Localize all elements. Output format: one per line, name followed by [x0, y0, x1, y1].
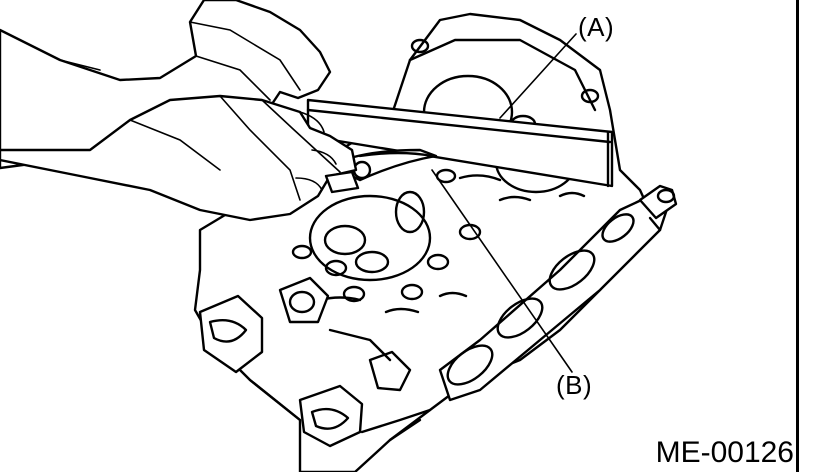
manifold-flange — [438, 184, 678, 402]
camshaft-journals — [198, 276, 432, 448]
callout-label-b: (B) — [556, 370, 593, 400]
leader-line-b — [431, 169, 573, 373]
figure-code: ME-00126 — [655, 436, 794, 469]
callout-label-a: (A) — [578, 12, 615, 42]
frame-border — [796, 0, 799, 472]
hands — [0, 0, 360, 222]
leader-lines — [431, 33, 577, 373]
leader-line-a — [499, 33, 577, 119]
